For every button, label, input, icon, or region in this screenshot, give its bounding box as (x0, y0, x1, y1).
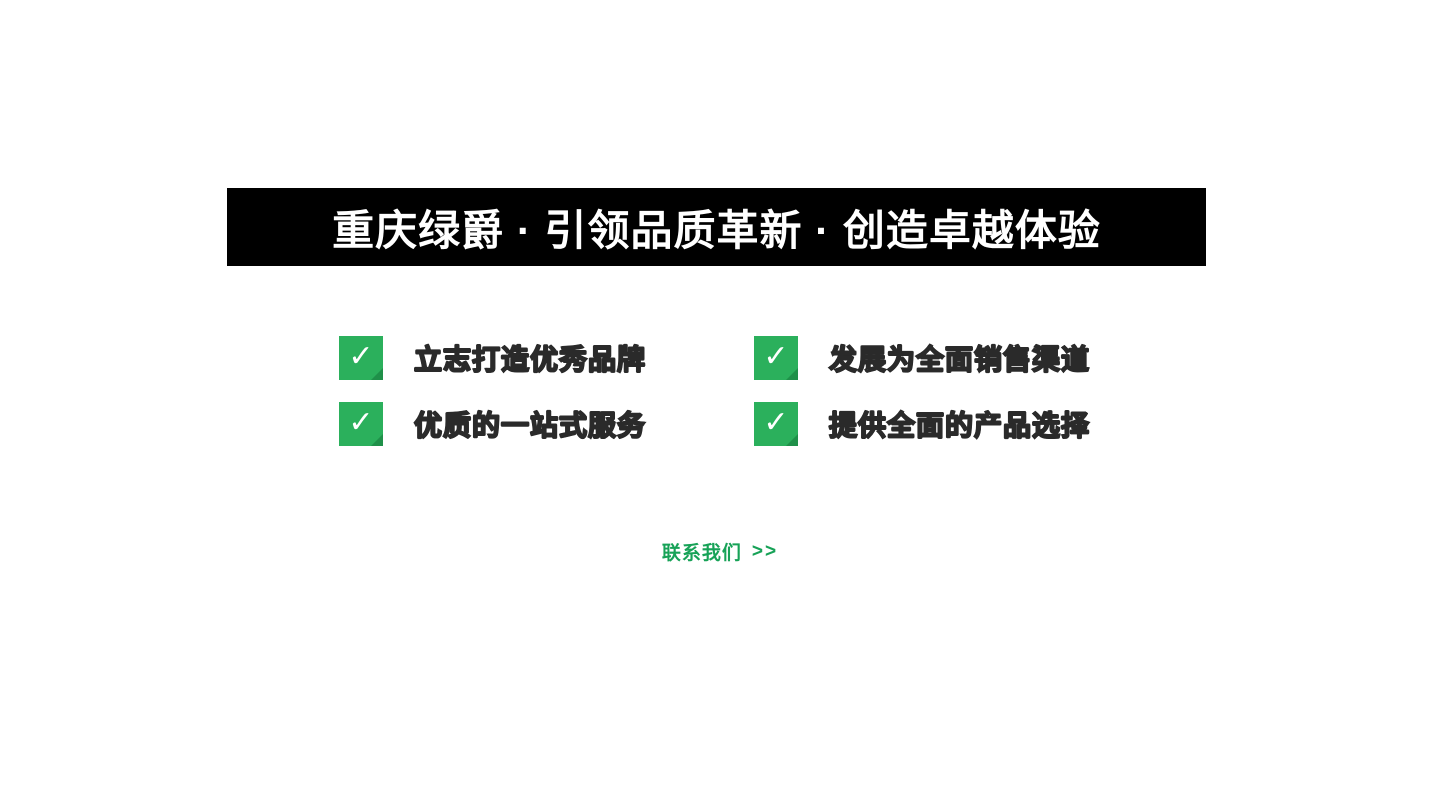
feature-item-1: ✓ 立志打造优秀品牌 (339, 336, 754, 380)
double-arrow-icon: >> (751, 540, 779, 562)
feature-item-2: ✓ 发展为全面销售渠道 (754, 336, 1169, 380)
feature-item-4: ✓ 提供全面的产品选择 (754, 402, 1169, 446)
cta-row: 联系我们 >> (0, 538, 1440, 565)
feature-grid: ✓ 立志打造优秀品牌 ✓ 发展为全面销售渠道 ✓ 优质的一站式服务 ✓ 提供全面… (339, 336, 1169, 446)
headline-title: 重庆绿爵 · 引领品质革新 · 创造卓越体验 (332, 206, 1101, 254)
check-icon: ✓ (754, 336, 798, 380)
contact-us-label: 联系我们 (661, 543, 742, 564)
check-icon: ✓ (339, 402, 383, 446)
feature-label: 发展为全面销售渠道 (828, 343, 1091, 376)
feature-label: 优质的一站式服务 (413, 409, 647, 442)
feature-item-3: ✓ 优质的一站式服务 (339, 402, 754, 446)
check-icon: ✓ (339, 336, 383, 380)
feature-label: 提供全面的产品选择 (828, 409, 1091, 442)
check-icon: ✓ (754, 402, 798, 446)
contact-us-link[interactable]: 联系我们 >> (662, 538, 778, 565)
headline-banner: 重庆绿爵 · 引领品质革新 · 创造卓越体验 (227, 188, 1206, 266)
feature-label: 立志打造优秀品牌 (413, 343, 647, 376)
